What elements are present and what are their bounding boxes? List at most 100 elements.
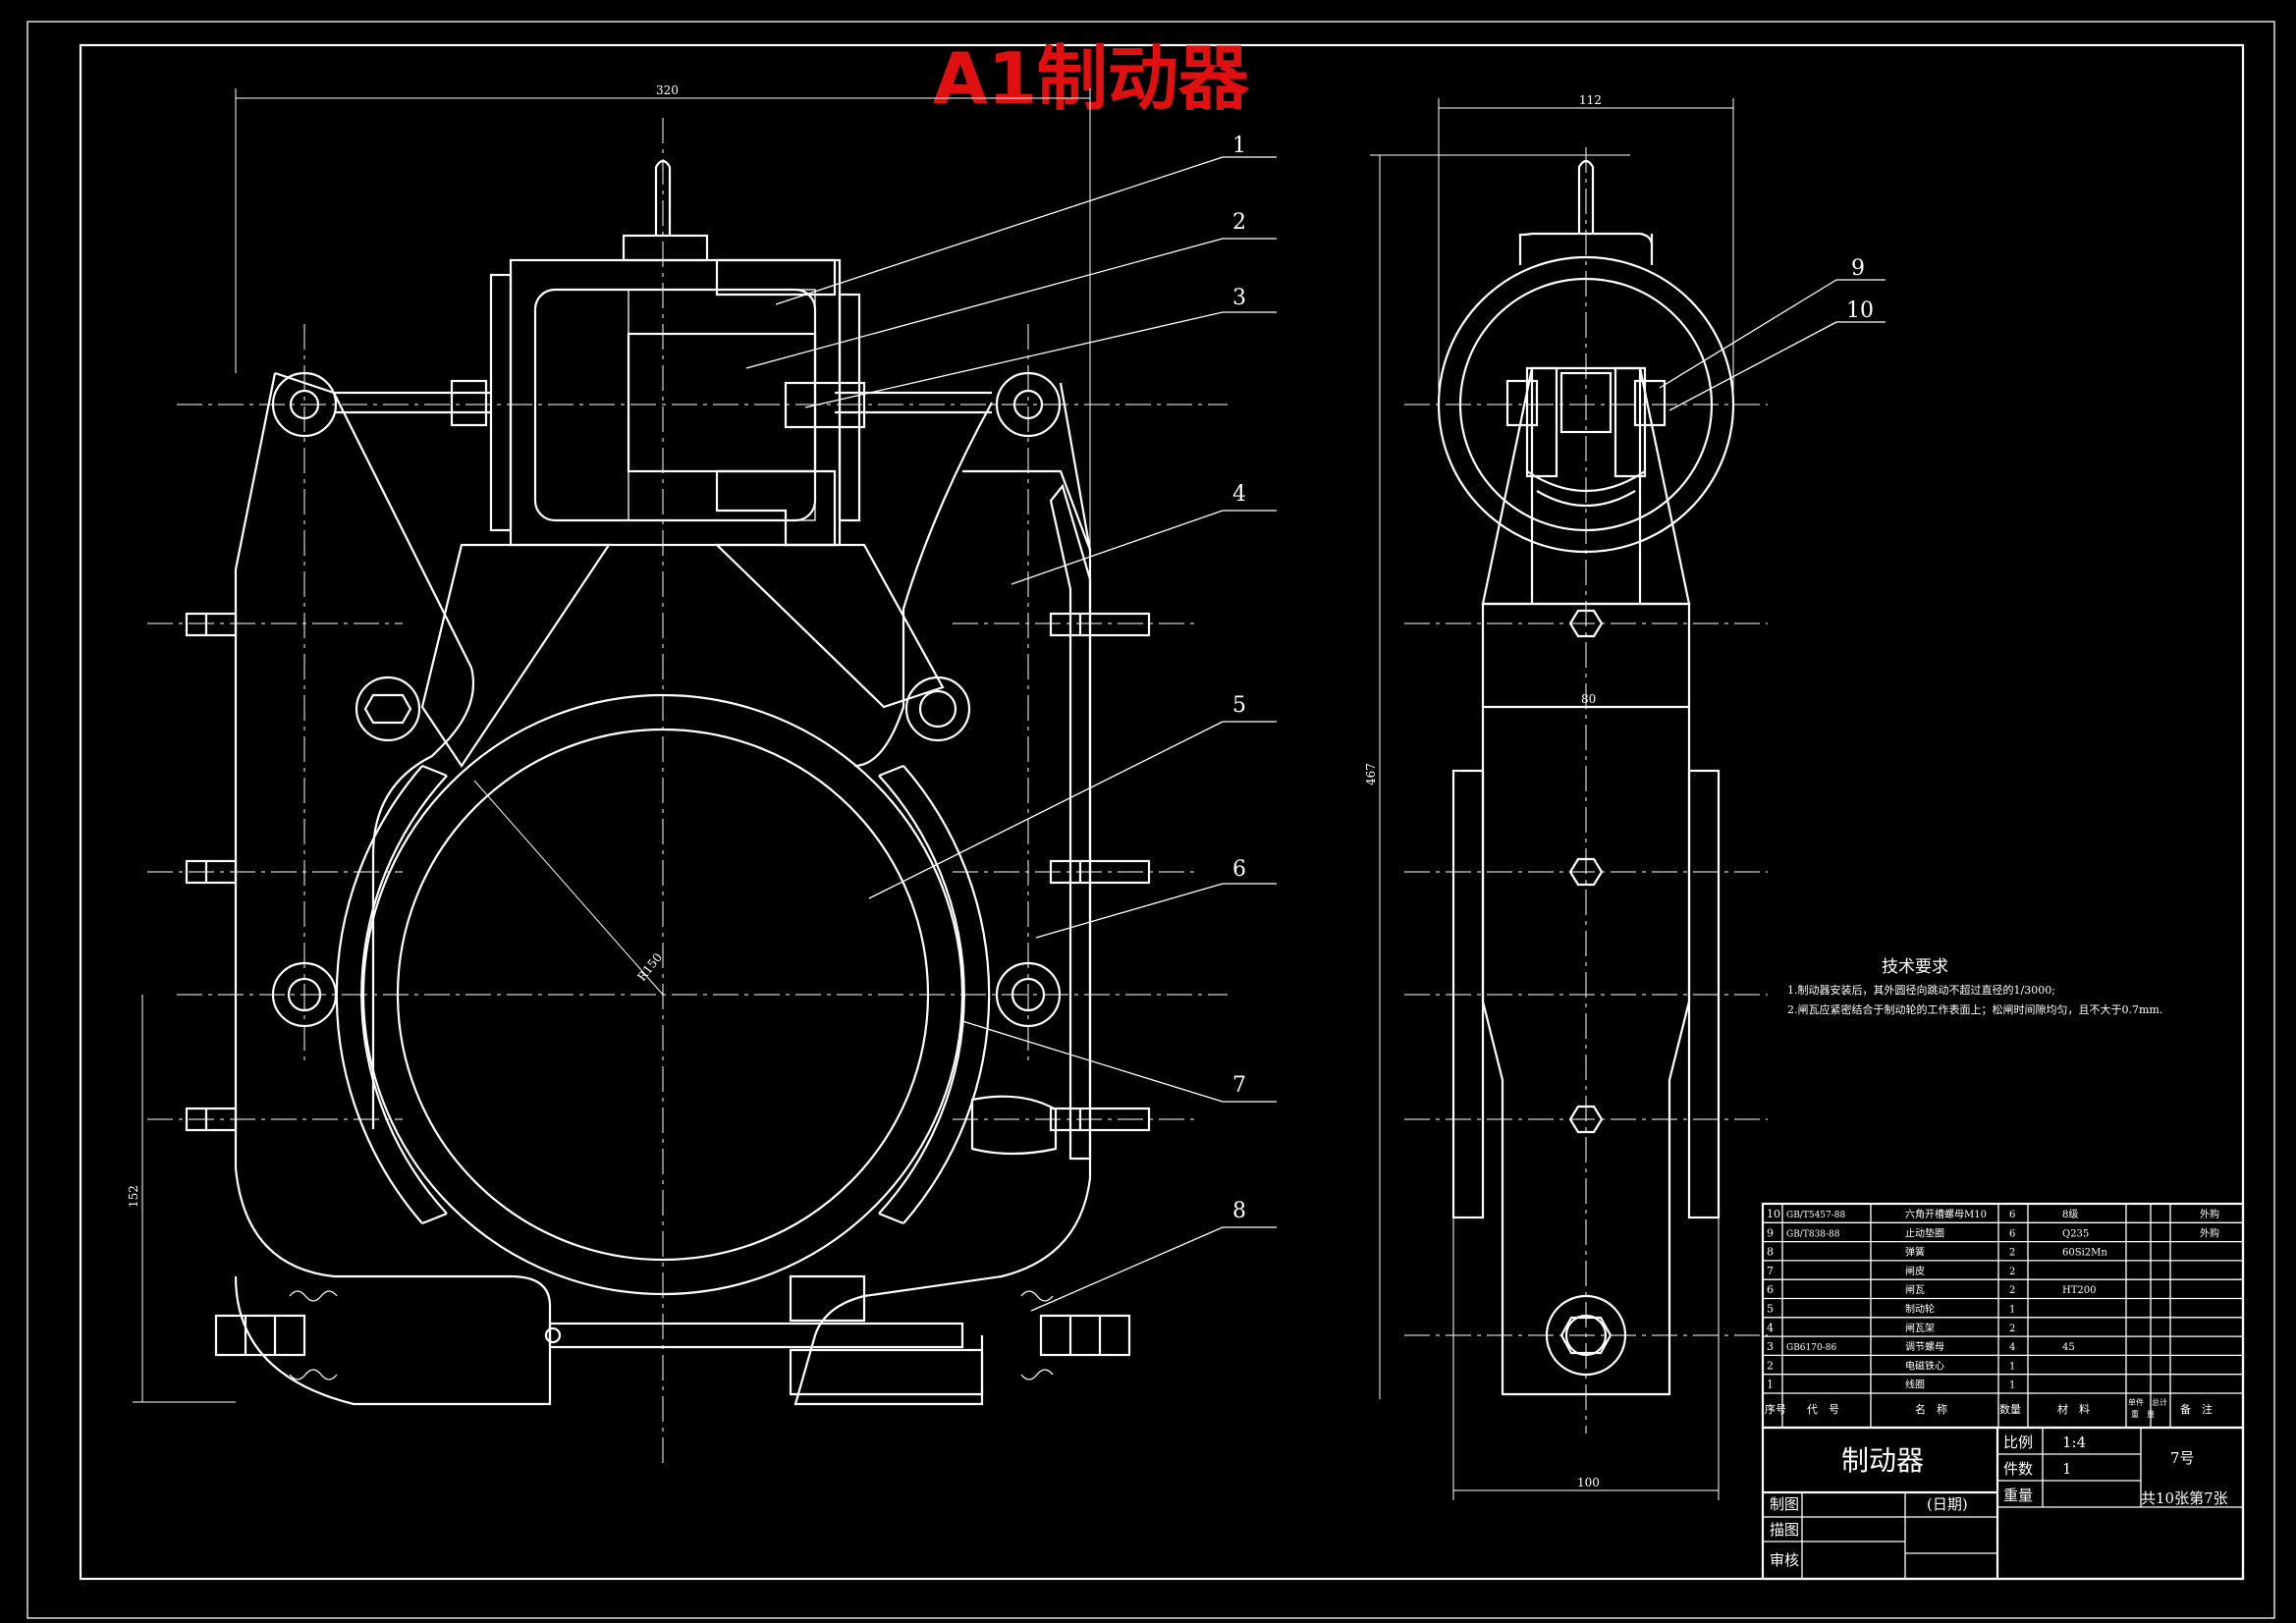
bom-qty: 6 xyxy=(2009,1210,2015,1220)
bom-no: 3 xyxy=(1767,1340,1774,1353)
bom-name: 电磁铁心 xyxy=(1905,1359,1944,1372)
leader-1: 1 xyxy=(1232,134,1246,158)
bom-code: GB6170-86 xyxy=(1786,1343,1836,1353)
bom-no: 6 xyxy=(1767,1283,1774,1296)
leader-3: 3 xyxy=(1232,286,1246,310)
bom-qty: 2 xyxy=(2009,1248,2015,1259)
bom-header-weight: 重 量 xyxy=(2131,1409,2155,1419)
bom-name: 制动轮 xyxy=(1905,1303,1935,1316)
side-view: 112 467 80 100 9 10 xyxy=(1364,93,1886,1500)
bom-qty: 2 xyxy=(2009,1285,2015,1296)
bom-code: GB/T5457-88 xyxy=(1786,1211,1846,1220)
tb-weight-label: 重量 xyxy=(2003,1487,2033,1504)
dim-side-top: 112 xyxy=(1579,93,1602,107)
side-arm-body xyxy=(1481,602,1691,1396)
bom-header-unit-weight: 单件 xyxy=(2128,1397,2144,1407)
bom-no: 2 xyxy=(1767,1359,1774,1372)
bom-qty: 1 xyxy=(2009,1380,2015,1391)
bom-no: 4 xyxy=(1767,1322,1774,1334)
tb-checked-label: 审核 xyxy=(1770,1551,1799,1569)
bom-name: 闸瓦 xyxy=(1905,1283,1925,1296)
leader-6: 6 xyxy=(1232,857,1246,882)
outer-border xyxy=(27,21,2275,1619)
bom-name: 线圈 xyxy=(1905,1379,1925,1391)
bom-code: GB/T838-88 xyxy=(1786,1229,1840,1239)
bom-material: Q235 xyxy=(2062,1228,2089,1239)
inner-border xyxy=(79,43,2245,1581)
bom-name: 弹簧 xyxy=(1905,1246,1925,1259)
dim-side-height: 467 xyxy=(1364,763,1378,785)
bom-qty: 2 xyxy=(2009,1324,2015,1334)
bom-name: 闸皮 xyxy=(1905,1265,1925,1277)
bom-no: 5 xyxy=(1767,1303,1774,1316)
bom-no: 8 xyxy=(1767,1246,1774,1259)
dim-side-mid: 80 xyxy=(1581,692,1596,706)
bom-name: 调节螺母 xyxy=(1905,1341,1944,1353)
magnet-core xyxy=(627,332,817,473)
tech-line-2: 2.闸瓦应紧密结合于制动轮的工作表面上；松闸时间隙均匀，且不大于0.7mm. xyxy=(1787,1002,2162,1016)
bom-qty: 6 xyxy=(2009,1228,2015,1239)
bom-material: 60Si2Mn xyxy=(2062,1248,2107,1259)
bom-qty: 2 xyxy=(2009,1267,2015,1277)
tech-heading: 技术要求 xyxy=(1882,957,1948,977)
bom-qty: 4 xyxy=(2009,1342,2015,1353)
tb-count: 1 xyxy=(2062,1460,2072,1478)
tb-count-label: 件数 xyxy=(2003,1460,2033,1478)
tb-scale-label: 比例 xyxy=(2003,1434,2033,1451)
magnet-housing xyxy=(509,258,842,547)
bom-name: 止动垫圈 xyxy=(1905,1226,1944,1239)
technical-requirements: 技术要求 1.制动器安装后，其外圆径向跳动不超过直径的1/3000; 2.闸瓦应… xyxy=(1787,957,2162,1016)
bom-note: 外购 xyxy=(2200,1226,2219,1239)
leader-8: 8 xyxy=(1232,1199,1246,1223)
brake-wheel xyxy=(396,728,930,1262)
pin-left-low xyxy=(271,961,338,1028)
bom-header-total-weight: 总计 xyxy=(2152,1397,2167,1407)
tb-scale: 1:4 xyxy=(2062,1434,2086,1451)
bom-name: 闸瓦架 xyxy=(1905,1322,1935,1334)
side-magnet-outer xyxy=(1437,255,1735,554)
title-block: 制动器 比例 1:4 件数 1 重量 7号 制图 (日期) 描图 审核 共10张… xyxy=(1761,1426,2245,1581)
bom-no: 9 xyxy=(1767,1226,1774,1239)
pin-top-right xyxy=(995,371,1062,438)
bom-table: 10 GB/T5457-88 六角开槽螺母M10 6 8级外购 9 GB/T838-88 止动… xyxy=(1761,1202,2245,1430)
tb-traced-label: 描图 xyxy=(1770,1521,1799,1539)
tb-drawing-no: 7号 xyxy=(2170,1449,2195,1467)
bom-no: 7 xyxy=(1767,1265,1774,1277)
tb-sheet: 共10张第7张 xyxy=(2141,1489,2228,1507)
tech-line-1: 1.制动器安装后，其外圆径向跳动不超过直径的1/3000; xyxy=(1787,983,2055,997)
pin-right-mid xyxy=(904,676,971,742)
bom-material: 8级 xyxy=(2062,1209,2078,1220)
dim-side-bottom: 100 xyxy=(1577,1476,1600,1489)
front-view: R150 xyxy=(127,83,1277,1463)
leader-2: 2 xyxy=(1232,210,1246,235)
dim-width: 320 xyxy=(656,83,679,97)
bom-header-no: 序号 xyxy=(1765,1402,1786,1416)
bom-header-name: 名 称 xyxy=(1915,1402,1947,1416)
bottom-tie-rod xyxy=(548,1322,964,1349)
right-brake-shoe xyxy=(1049,483,1092,1161)
right-brake-arm xyxy=(793,382,1092,1406)
bom-header-note: 备 注 xyxy=(2180,1402,2213,1416)
pin-right-low xyxy=(995,961,1062,1028)
bom-material: HT200 xyxy=(2062,1285,2096,1296)
bom-qty: 1 xyxy=(2009,1305,2015,1316)
dim-height: 152 xyxy=(127,1185,140,1208)
drawing-title: A1制动器 xyxy=(933,37,1250,120)
bom-header-code: 代 号 xyxy=(1807,1403,1839,1416)
tb-date-label: (日期) xyxy=(1927,1495,1968,1513)
bom-no: 1 xyxy=(1767,1379,1774,1391)
tb-name: 制动器 xyxy=(1841,1444,1924,1477)
leader-5: 5 xyxy=(1232,693,1246,718)
bom-name: 六角开槽螺母M10 xyxy=(1905,1208,1987,1220)
left-brake-arm xyxy=(234,372,552,1406)
tb-drawn-label: 制图 xyxy=(1770,1495,1799,1513)
bom-no: 10 xyxy=(1767,1208,1780,1220)
bom-header-qty: 数量 xyxy=(1999,1403,2021,1416)
pin-top-left xyxy=(271,371,338,438)
pin-left-mid xyxy=(355,676,421,742)
leader-9: 9 xyxy=(1851,256,1865,281)
leader-4: 4 xyxy=(1232,482,1246,507)
bom-qty: 1 xyxy=(2009,1361,2015,1372)
leader-10: 10 xyxy=(1846,298,1874,323)
